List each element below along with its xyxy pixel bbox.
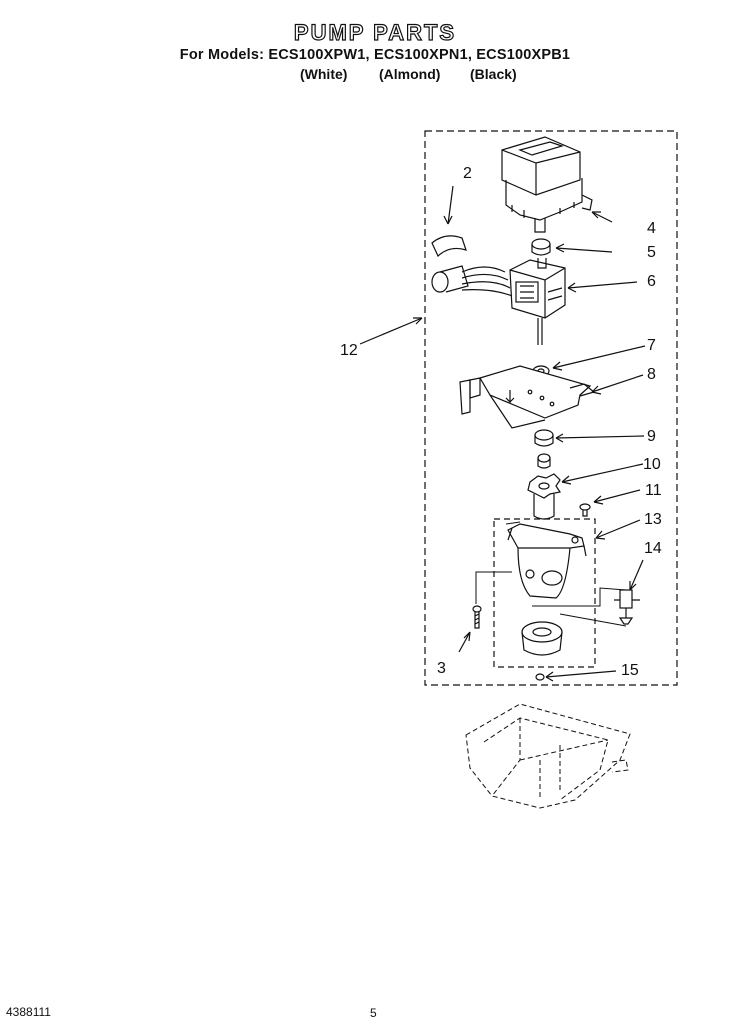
callout-4: 4 — [647, 220, 656, 237]
screw-part-3 — [472, 605, 482, 629]
callout-10: 10 — [643, 456, 661, 473]
callout-15: 15 — [621, 662, 639, 679]
variant-white: (White) — [300, 66, 348, 82]
callout-7: 7 — [647, 337, 656, 354]
cabinet-base-dashed — [465, 703, 631, 809]
motor-part-4 — [501, 136, 593, 233]
models-line: For Models: ECS100XPW1, ECS100XPN1, ECS1… — [179, 47, 571, 63]
callout-6: 6 — [647, 273, 656, 290]
pump-housing-part-13 — [507, 523, 587, 599]
callout-12: 12 — [340, 342, 358, 359]
callout-2: 2 — [463, 165, 472, 182]
sensor-part-14 — [614, 589, 640, 625]
impeller-part-10 — [527, 473, 561, 520]
variant-black: (Black) — [470, 66, 517, 82]
base-cup — [521, 621, 563, 656]
callout-11: 11 — [645, 482, 662, 499]
callout-8: 8 — [647, 366, 656, 383]
callout-3: 3 — [437, 660, 446, 677]
part-number: 4388111 — [6, 1005, 51, 1019]
callout-5: 5 — [647, 244, 656, 261]
coupling-part-5 — [531, 238, 551, 256]
wire-connector-part-2 — [431, 235, 513, 297]
callout-13: 13 — [644, 511, 662, 528]
washer-part-15 — [535, 673, 545, 681]
callout-9: 9 — [647, 428, 656, 445]
page-title: PUMP PARTS — [293, 19, 457, 45]
bracket-part-8 — [459, 365, 596, 429]
pump-body-part-6 — [509, 258, 566, 345]
page-number: 5 — [370, 1006, 377, 1020]
seal-part-9 — [534, 429, 554, 469]
assembly-outline-dashed — [424, 130, 678, 686]
variant-almond: (Almond) — [379, 66, 441, 82]
callout-14: 14 — [644, 540, 662, 557]
screw-part-11 — [579, 503, 591, 517]
